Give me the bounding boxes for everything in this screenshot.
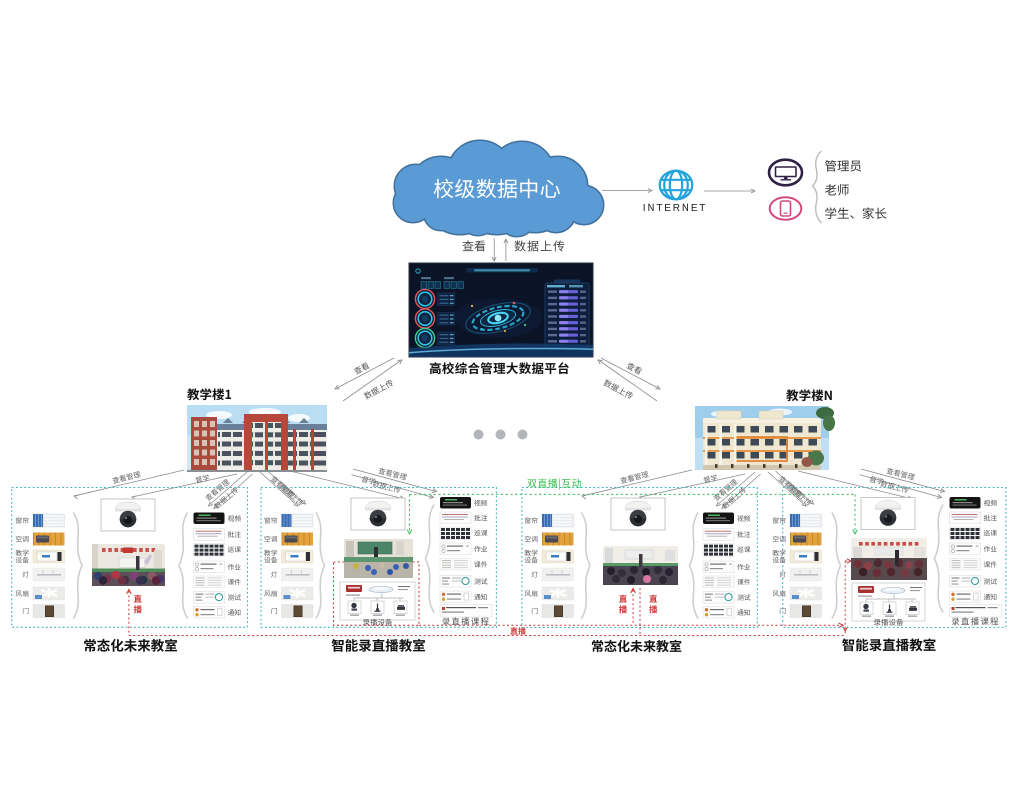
svg-text:管理员: 管理员 — [825, 156, 863, 175]
svg-text:录播设备: 录播设备 — [874, 617, 904, 628]
svg-text:门: 门 — [531, 606, 538, 616]
svg-text:作业: 作业 — [474, 544, 488, 554]
svg-text:直: 直 — [619, 593, 628, 605]
svg-text:窗帘: 窗帘 — [524, 515, 538, 525]
svg-text:高校综合管理大数据平台: 高校综合管理大数据平台 — [429, 358, 570, 377]
svg-text:录直播课程: 录直播课程 — [951, 616, 1000, 628]
svg-text:播: 播 — [649, 604, 658, 616]
svg-text:作业: 作业 — [984, 544, 998, 554]
svg-text:播: 播 — [134, 604, 143, 616]
svg-text:作业: 作业 — [228, 562, 242, 572]
svg-text:空调: 空调 — [524, 534, 538, 544]
svg-text:灯: 灯 — [22, 569, 29, 579]
svg-text:测试: 测试 — [984, 576, 998, 586]
svg-text:批注: 批注 — [228, 529, 242, 539]
svg-text:作业: 作业 — [737, 562, 751, 572]
svg-text:巡课: 巡课 — [228, 544, 242, 554]
svg-text:常态化未来教室: 常态化未来教室 — [83, 635, 178, 655]
svg-text:巡课: 巡课 — [474, 528, 488, 538]
svg-text:督学: 督学 — [702, 473, 718, 486]
svg-text:风扇: 风扇 — [15, 588, 29, 598]
svg-text:测试: 测试 — [474, 576, 488, 586]
svg-text:数据上传: 数据上传 — [514, 238, 566, 255]
svg-text:课件: 课件 — [474, 559, 488, 569]
svg-text:风扇: 风扇 — [772, 588, 786, 598]
svg-text:直: 直 — [134, 593, 143, 605]
svg-text:录直播课程: 录直播课程 — [442, 616, 491, 628]
svg-text:直播: 直播 — [510, 626, 526, 637]
svg-text:灯: 灯 — [531, 569, 538, 579]
svg-text:通知: 通知 — [737, 607, 751, 617]
svg-text:课件: 课件 — [737, 577, 751, 587]
svg-text:窗帘: 窗帘 — [772, 515, 786, 525]
svg-text:教学: 教学 — [772, 548, 786, 558]
svg-text:设备: 设备 — [772, 555, 786, 565]
svg-text:校级数据中心: 校级数据中心 — [433, 174, 561, 204]
svg-text:直: 直 — [649, 593, 658, 605]
svg-text:窗帘: 窗帘 — [15, 515, 29, 525]
svg-text:巡课: 巡课 — [984, 528, 998, 538]
svg-text:教学: 教学 — [15, 548, 29, 558]
svg-text:老师: 老师 — [825, 180, 850, 199]
svg-text:INTERNET: INTERNET — [643, 199, 707, 214]
svg-text:测试: 测试 — [737, 592, 751, 602]
svg-text:灯: 灯 — [271, 569, 278, 579]
svg-text:教学: 教学 — [264, 548, 278, 558]
svg-text:风扇: 风扇 — [524, 588, 538, 598]
svg-text:常态化未来教室: 常态化未来教室 — [591, 636, 682, 655]
svg-text:巡课: 巡课 — [737, 544, 751, 554]
svg-text:空调: 空调 — [15, 534, 29, 544]
svg-text:智能录直播教室: 智能录直播教室 — [331, 635, 426, 655]
svg-text:督学: 督学 — [194, 473, 210, 486]
svg-text:教学楼1: 教学楼1 — [187, 384, 232, 403]
svg-text:教学楼N: 教学楼N — [786, 385, 833, 404]
svg-text:批注: 批注 — [737, 529, 751, 539]
svg-text:风扇: 风扇 — [264, 588, 278, 598]
svg-text:批注: 批注 — [474, 513, 488, 523]
svg-text:查看: 查看 — [462, 238, 486, 255]
svg-text:视频: 视频 — [737, 513, 751, 523]
svg-text:门: 门 — [779, 606, 786, 616]
svg-text:通知: 通知 — [984, 592, 998, 602]
svg-text:教学: 教学 — [524, 548, 538, 558]
svg-text:播: 播 — [619, 604, 628, 616]
svg-text:设备: 设备 — [15, 555, 29, 565]
svg-text:通知: 通知 — [228, 607, 242, 617]
svg-text:学生、家长: 学生、家长 — [825, 203, 888, 222]
svg-text:批注: 批注 — [984, 513, 998, 523]
svg-text:门: 门 — [271, 606, 278, 616]
svg-text:通知: 通知 — [474, 592, 488, 602]
svg-text:设备: 设备 — [264, 555, 278, 565]
svg-text:视频: 视频 — [228, 513, 242, 523]
svg-text:视频: 视频 — [474, 498, 488, 508]
svg-text:窗帘: 窗帘 — [264, 515, 278, 525]
svg-text:录播设备: 录播设备 — [363, 617, 393, 628]
svg-text:空调: 空调 — [264, 534, 278, 544]
svg-text:设备: 设备 — [524, 555, 538, 565]
svg-text:双直播|互动: 双直播|互动 — [527, 475, 582, 490]
svg-text:空调: 空调 — [772, 534, 786, 544]
svg-text:课件: 课件 — [984, 559, 998, 569]
svg-text:灯: 灯 — [779, 569, 786, 579]
svg-text:视频: 视频 — [984, 498, 998, 508]
svg-text:课件: 课件 — [228, 577, 242, 587]
svg-text:测试: 测试 — [228, 592, 242, 602]
svg-text:智能录直播教室: 智能录直播教室 — [842, 634, 937, 654]
svg-text:门: 门 — [22, 606, 29, 616]
